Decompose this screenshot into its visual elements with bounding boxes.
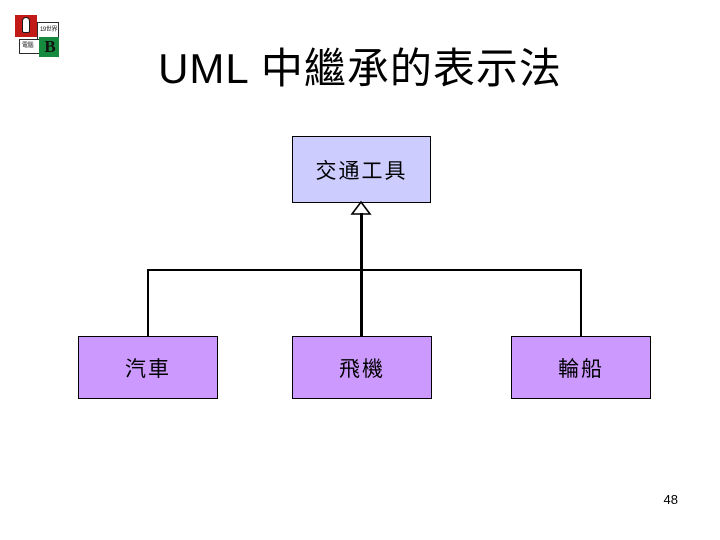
logo-microtext-top: 19世界: [40, 27, 58, 33]
logo-red-tile: [15, 15, 37, 37]
uml-class-box-parent[interactable]: 交通工具: [292, 136, 431, 203]
connector-horizontal-bar: [148, 269, 582, 271]
connector-vertical-stem: [360, 213, 363, 337]
connector-drop-left: [147, 269, 149, 337]
logo-letter-b: B: [44, 37, 56, 56]
uml-class-box-child-2[interactable]: 飛機: [292, 336, 432, 399]
page-number: 48: [663, 492, 678, 507]
logo-green-tile: [39, 37, 59, 57]
uml-class-box-child-1[interactable]: 汽車: [78, 336, 218, 399]
logo-microtext-left: 電腦: [22, 43, 34, 49]
logo-white-tile-top: 19世界: [37, 22, 59, 40]
page-title: UML 中繼承的表示法: [158, 45, 562, 92]
presentation-logo: 19世界 電腦 B: [15, 15, 59, 59]
uml-class-box-child-3[interactable]: 輪船: [511, 336, 651, 399]
logo-book-icon: [22, 17, 30, 33]
connector-drop-right: [580, 269, 582, 337]
